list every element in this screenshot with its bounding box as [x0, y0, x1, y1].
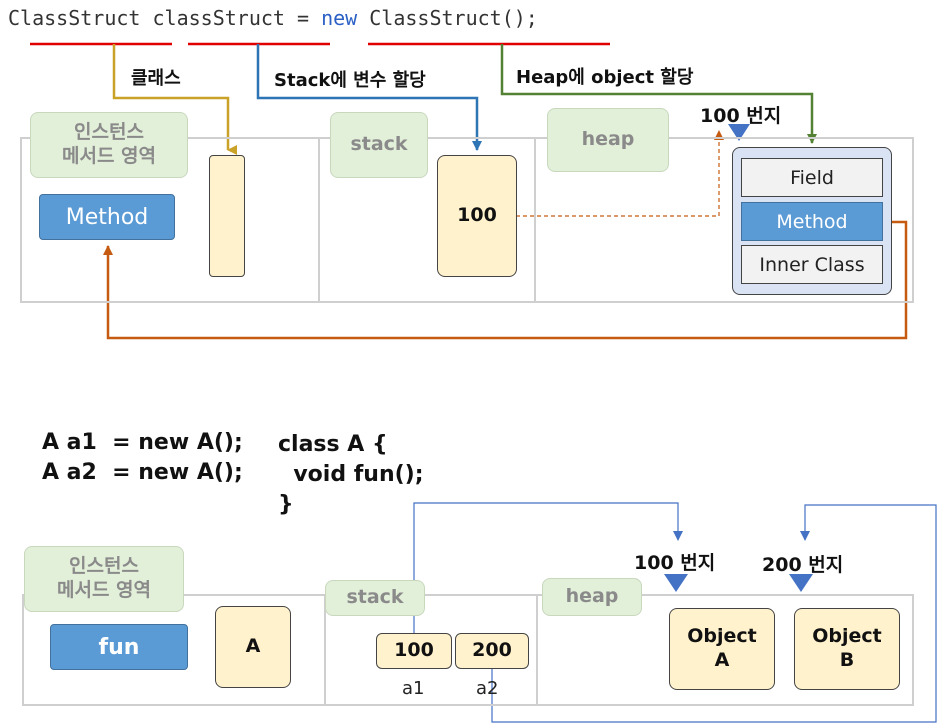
object-b: Object B: [794, 608, 900, 690]
top-address-label: 100 번지: [700, 105, 782, 127]
code-constructor: ClassStruct();: [357, 6, 538, 30]
stack-arrow: [256, 44, 482, 151]
top-stack-tag: stack: [330, 112, 428, 178]
a2-pointer: [491, 504, 937, 723]
bottom-heap-region: [536, 594, 914, 706]
var-a1: a1: [402, 678, 425, 699]
code-void-fun: void fun();: [278, 462, 424, 487]
code-class-a: class A {: [278, 432, 388, 457]
bottom-heap-tag: heap: [542, 578, 642, 616]
object-a: Object A: [669, 608, 775, 690]
label-stack-assign: Stack에 변수 할당: [274, 70, 426, 91]
a1-pointer: [413, 502, 683, 636]
code-line: ClassStruct classStruct = new ClassStruc…: [8, 6, 538, 30]
stack-a1-value: 100: [376, 633, 452, 669]
top-stack-value: 100: [437, 155, 517, 277]
top-heap-region: [534, 137, 914, 303]
top-method-area-tag: 인스턴스 메서드 영역: [30, 112, 188, 178]
class-arrow: [112, 44, 237, 155]
method-arrow: [103, 220, 908, 340]
object-inner-class: Inner Class: [741, 245, 883, 284]
label-class: 클래스: [131, 68, 181, 89]
class-a-box: A: [215, 606, 291, 688]
bottom-method-area-tag: 인스턴스 메서드 영역: [24, 546, 184, 612]
address-marker-200: [789, 574, 813, 592]
bottom-code-left: A a1 = new A(); A a2 = new A();: [42, 428, 243, 488]
address-100-label: 100 번지: [634, 552, 716, 574]
label-heap-assign: Heap에 object 할당: [516, 67, 694, 88]
pointer-dashed: [516, 138, 720, 217]
object-method: Method: [741, 202, 883, 241]
bottom-stack-tag: stack: [325, 580, 425, 616]
fun-box: fun: [50, 624, 188, 670]
object-field: Field: [741, 158, 883, 197]
var-a2: a2: [476, 678, 499, 699]
code-a2: A a2 = new A();: [42, 460, 243, 485]
address-200-label: 200 번지: [762, 554, 844, 576]
heap-arrow: [500, 44, 817, 144]
code-keyword-new: new: [321, 6, 358, 30]
top-method-box: Method: [39, 194, 175, 240]
address-marker-100-top: [728, 124, 750, 141]
bottom-code-right: class A { void fun(); }: [278, 430, 424, 520]
stack-a2-value: 200: [455, 633, 529, 669]
top-heap-tag: heap: [547, 108, 669, 172]
code-a1: A a1 = new A();: [42, 430, 243, 455]
code-close-brace: }: [278, 492, 294, 517]
address-marker-100: [664, 574, 688, 592]
top-class-box: [209, 155, 245, 277]
code-declaration: ClassStruct classStruct =: [8, 6, 322, 30]
